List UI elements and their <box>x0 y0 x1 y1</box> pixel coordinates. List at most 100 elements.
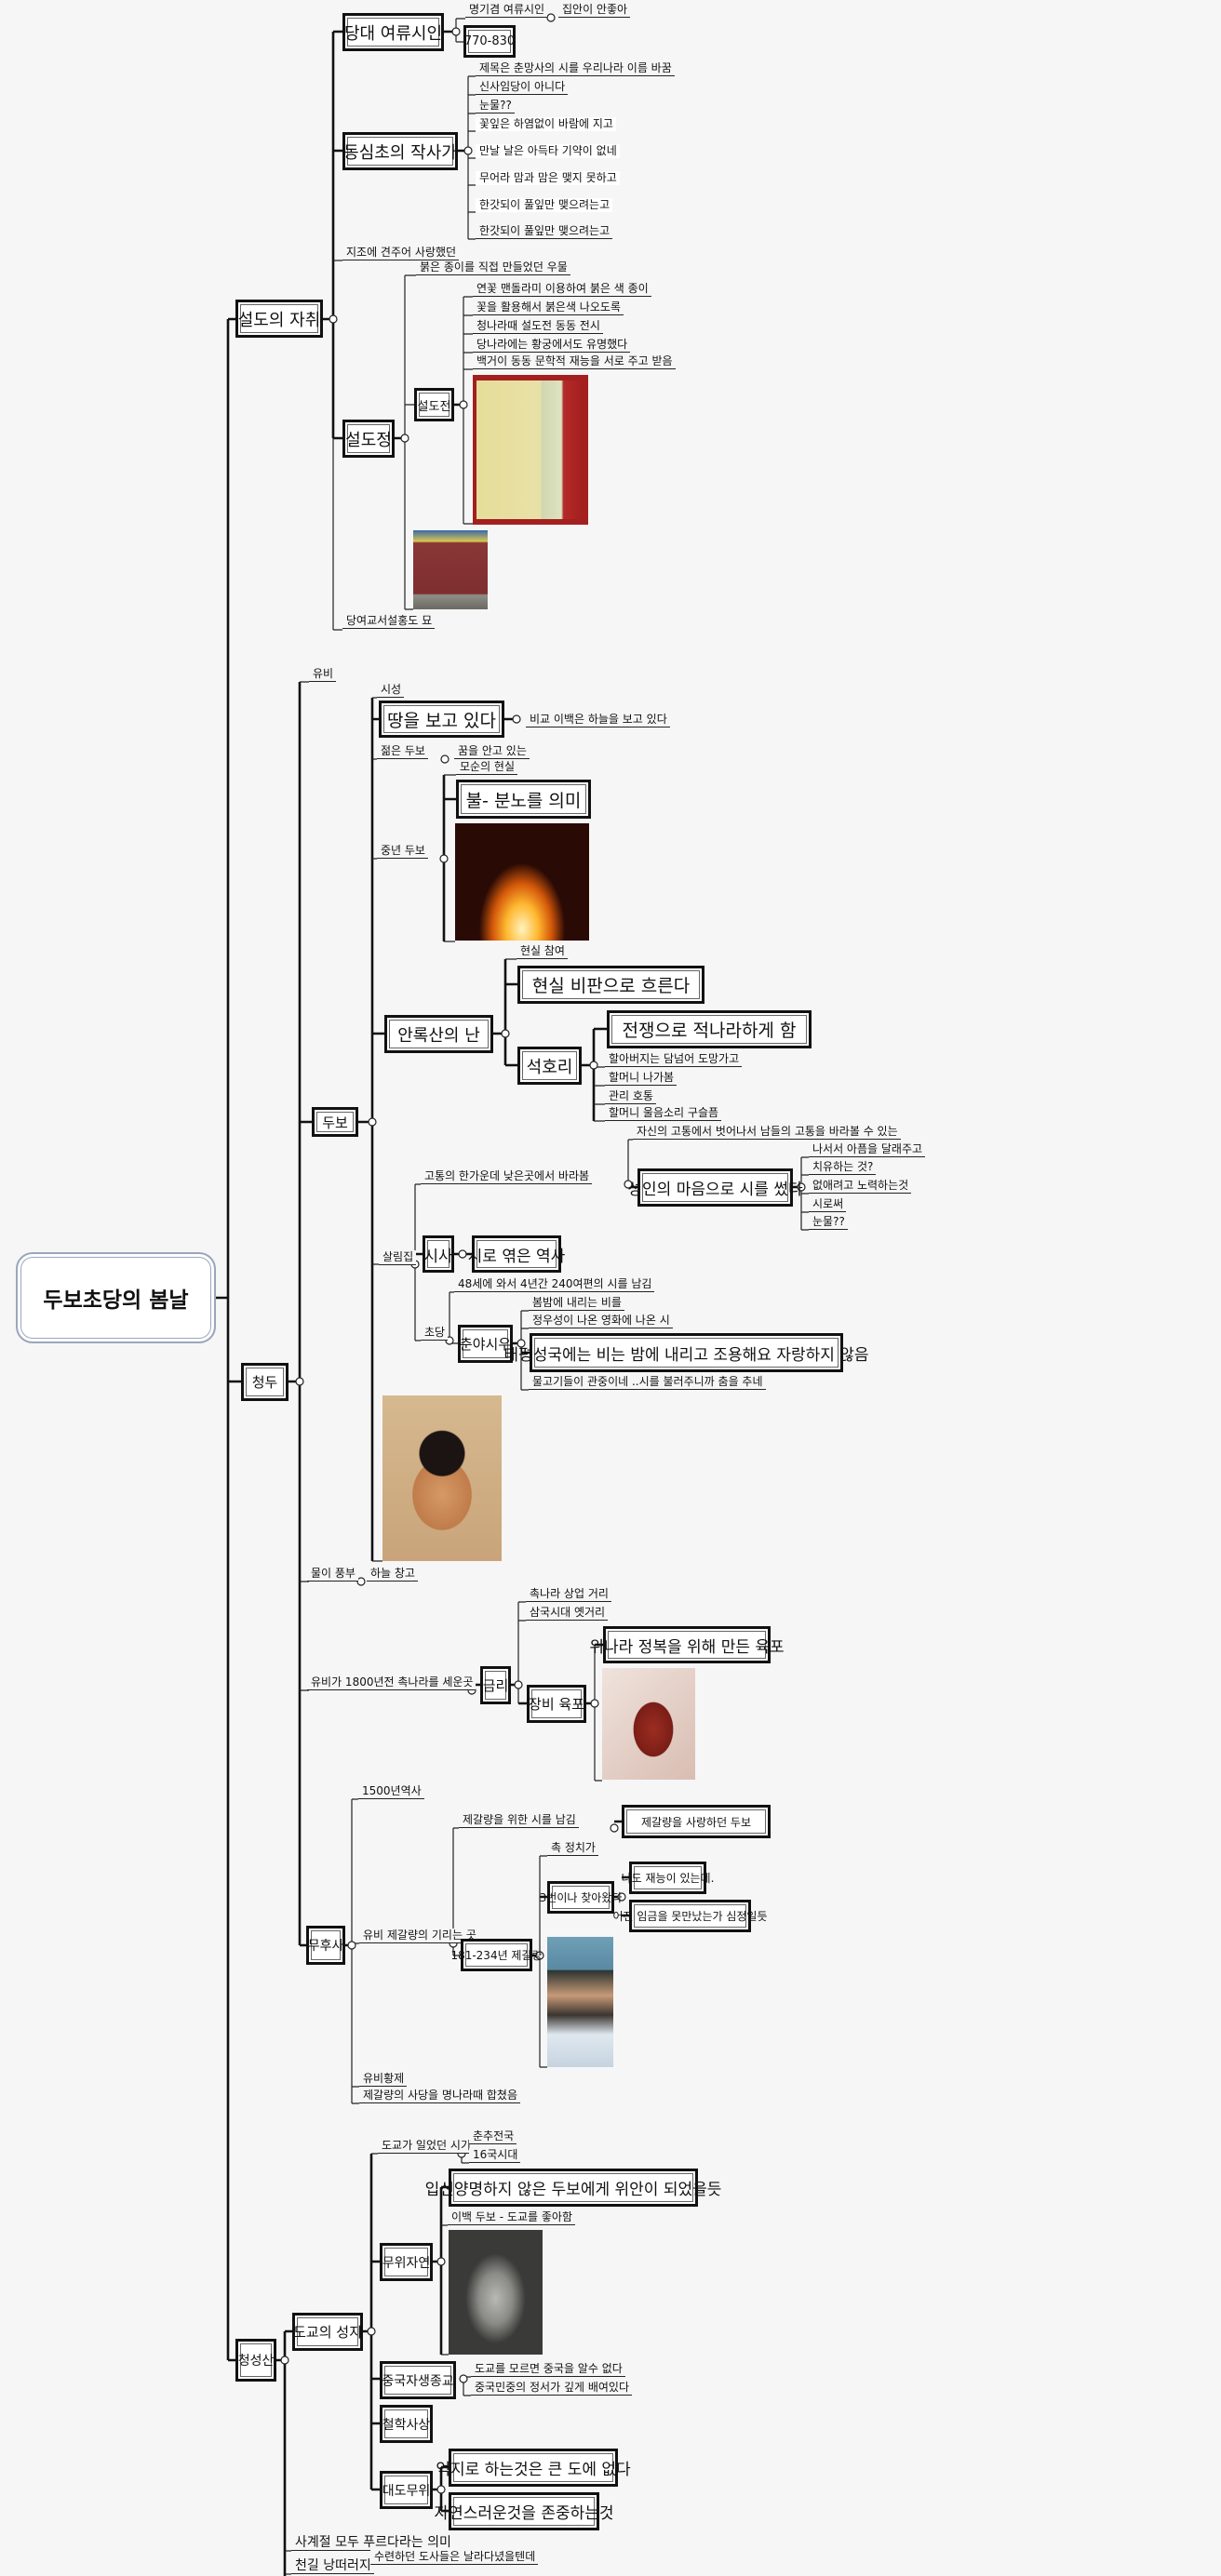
topic-fire[interactable]: 불- 분노를 의미 <box>456 780 591 819</box>
label-middle-note[interactable]: 모순의 현실 <box>456 760 518 775</box>
paper-item[interactable]: 꽃을 활용해서 붉은색 나오도록 <box>473 300 624 315</box>
topic-visit-item[interactable]: 나도 재능이 있는데. <box>622 1862 714 1894</box>
shihao-item[interactable]: 할머니 나가봄 <box>605 1071 678 1086</box>
topic-shihao[interactable]: 석호리 <box>517 1047 582 1085</box>
topic-philosophy[interactable]: 철학사상 <box>380 2405 433 2443</box>
label-poet-note2[interactable]: 집안이 안좋아 <box>558 3 631 18</box>
topic-spring-rain[interactable]: 춘야시우 <box>458 1325 513 1363</box>
topic-jinli[interactable]: 금리 <box>480 1666 511 1704</box>
topic-war[interactable]: 전쟁으로 적나라하게 함 <box>607 1010 812 1048</box>
label-jinli[interactable]: 유비가 1800년전 촉나라를 세운곳 <box>307 1675 476 1690</box>
topic-critique[interactable]: 현실 비판으로 흐른다 <box>517 966 704 1004</box>
topic-native-religion[interactable]: 중국자생종교 <box>380 2361 456 2399</box>
topic-jerky-note[interactable]: 위나라 정복을 위해 만든 육포 <box>589 1626 785 1663</box>
paper-item[interactable]: 백거이 동동 문학적 재능을 서로 주고 받음 <box>473 354 676 369</box>
topic-zhuge[interactable]: 181-234년 제갈량 <box>450 1939 543 1971</box>
topic-chengdu[interactable]: 청두 <box>241 1363 288 1401</box>
shihao-item[interactable]: 할머니 울음소리 구슬픔 <box>605 1106 722 1121</box>
shihao-item[interactable]: 할아버지는 담넘어 도망가고 <box>605 1052 743 1067</box>
topic-anlushan[interactable]: 안록산의 난 <box>384 1015 493 1053</box>
song-line[interactable]: 꽃잎은 하염없이 바람에 지고 <box>476 117 616 131</box>
topic-poem-quote[interactable]: 태평성국에는 비는 밤에 내리고 조용해요 자랑하지 않음 <box>503 1333 869 1372</box>
topic-ground[interactable]: 땅을 보고 있다 <box>379 701 504 738</box>
label-taoism-era[interactable]: 도교가 일었던 시기 <box>378 2139 474 2154</box>
topic-seoldo[interactable]: 설도의 자취 <box>235 300 323 338</box>
label-house[interactable]: 살림집 <box>379 1250 417 1265</box>
topic-wuwei[interactable]: 무위자연 <box>380 2243 433 2281</box>
label-ground-note[interactable]: 비교 이백은 하늘을 보고 있다 <box>526 713 670 727</box>
topic-well[interactable]: 설도정 <box>342 420 395 458</box>
label-young-note[interactable]: 꿈을 안고 있는 <box>454 744 530 759</box>
paper-item[interactable]: 당나라에는 황궁에서도 유명했다 <box>473 338 631 353</box>
topic-years[interactable]: 770-830 <box>463 25 516 58</box>
poem-item[interactable]: 정우성이 나온 영화에 나온 시 <box>529 1314 673 1328</box>
era-item[interactable]: 16국시대 <box>469 2148 521 2163</box>
label-middle[interactable]: 중년 두보 <box>377 844 428 859</box>
label-poet-note[interactable]: 명기겸 여류시인 <box>465 3 548 18</box>
topic-sisa[interactable]: 시사 <box>423 1235 454 1273</box>
paper-item[interactable]: 청나라때 설도전 동동 전시 <box>473 319 603 334</box>
song-line[interactable]: 한갓되이 풀잎만 맺으려는고 <box>476 224 613 239</box>
topic-visit-item[interactable]: 어진 임금을 못만났는가 심정일듯 <box>613 1900 768 1932</box>
label-wuwei-note[interactable]: 이백 두보 - 도교를 좋아함 <box>448 2210 575 2225</box>
label-jijo[interactable]: 지조에 견주어 사랑했던 <box>342 246 460 260</box>
poem-item[interactable]: 봄밤에 내리는 비를 <box>529 1296 624 1311</box>
topic-jerky[interactable]: 장비 육포 <box>527 1685 586 1723</box>
poem-item[interactable]: 물고기들이 관중이네 ..시를 불러주니까 춤을 추네 <box>529 1375 766 1390</box>
label-chodang-note[interactable]: 48세에 와서 4년간 240여편의 시를 남김 <box>454 1277 655 1292</box>
label-pain-note[interactable]: 자신의 고통에서 벗어나서 남들의 고통을 바라볼 수 있는 <box>633 1125 901 1140</box>
wuhou-end-item[interactable]: 유비황제 <box>359 2072 408 2087</box>
jinli-item[interactable]: 촉나라 상업 거리 <box>526 1587 611 1602</box>
topic-wuhou-poem-note[interactable]: 제갈량을 사랑하던 두보 <box>622 1805 771 1838</box>
label-wuhou[interactable]: 유비 제갈량의 기리는 곳 <box>359 1929 479 1943</box>
label-cliff-note[interactable]: 수련하던 도사들은 날라다녔을텐데 <box>370 2550 539 2565</box>
jinli-item[interactable]: 삼국시대 옛거리 <box>526 1606 609 1621</box>
label-tomb[interactable]: 당여교서설홍도 묘 <box>342 614 436 629</box>
song-line[interactable]: 눈물?? <box>476 99 515 113</box>
saint-item[interactable]: 없애려고 노력하는것 <box>809 1179 912 1194</box>
topic-taoism[interactable]: 도교의 성지 <box>292 2313 363 2351</box>
native-item[interactable]: 도교를 모르면 중국을 알수 없다 <box>471 2362 625 2377</box>
saint-item[interactable]: 눈물?? <box>809 1215 848 1230</box>
shihao-item[interactable]: 관리 호통 <box>605 1089 656 1104</box>
saint-item[interactable]: 시로써 <box>809 1197 847 1212</box>
topic-paper[interactable]: 설도전 <box>414 388 454 421</box>
saint-item[interactable]: 나서서 아픔을 달래주고 <box>809 1142 926 1157</box>
label-liubei[interactable]: 유비 <box>309 667 337 682</box>
saint-item[interactable]: 치유하는 것? <box>809 1160 877 1175</box>
label-participation[interactable]: 현실 참여 <box>517 944 568 959</box>
song-line[interactable]: 무어라 맘과 맘은 맺지 못하고 <box>476 171 620 185</box>
label-zhuge-note[interactable]: 촉 정치가 <box>547 1841 598 1856</box>
topic-comfort[interactable]: 입신양명하지 않은 두보에게 위안이 되었을듯 <box>425 2169 721 2207</box>
topic-dadao-item[interactable]: 억지로 하는것은 큰 도에 없다 <box>436 2449 631 2487</box>
topic-wuhou[interactable]: 무후사 <box>306 1926 345 1965</box>
native-item[interactable]: 중국민중의 정서가 깊게 배여있다 <box>471 2381 633 2396</box>
label-siseong[interactable]: 시성 <box>377 683 405 698</box>
label-young[interactable]: 젊은 두보 <box>377 744 428 759</box>
label-wuhou-poem[interactable]: 제갈량을 위한 시를 남김 <box>459 1813 579 1828</box>
topic-dadao-item[interactable]: 자연스러운것을 존중하는것 <box>434 2492 614 2530</box>
era-item[interactable]: 춘추전국 <box>469 2129 517 2144</box>
label-cliff[interactable]: 천길 낭떠러지 <box>291 2559 374 2574</box>
label-chodang[interactable]: 초당 <box>421 1326 449 1341</box>
label-evergreen[interactable]: 사계절 모두 푸르다라는 의미 <box>291 2536 454 2551</box>
topic-song[interactable]: 동심초의 작사가 <box>342 132 458 170</box>
label-well-note[interactable]: 붉은 종이를 직접 만들었던 우물 <box>416 260 570 275</box>
song-line[interactable]: 만날 날은 아득타 기약이 없네 <box>476 144 620 158</box>
song-line[interactable]: 제목은 춘망사의 시를 우리나라 이름 바꿈 <box>476 61 675 76</box>
topic-qingcheng[interactable]: 청성산 <box>235 2339 276 2382</box>
song-line[interactable]: 신사임당이 아니다 <box>476 80 569 95</box>
wuhou-end-item[interactable]: 제갈량의 사당을 명나라때 합쳤음 <box>359 2089 521 2103</box>
paper-item[interactable]: 연꽃 맨돌라미 이용하여 붉은 색 종이 <box>473 282 651 297</box>
topic-sisa-note[interactable]: 시로 엮은 역사 <box>468 1235 565 1273</box>
topic-three-visits[interactable]: 3번이나 찾아왔다 <box>540 1881 622 1914</box>
label-pain[interactable]: 고통의 한가운데 낮은곳에서 바라봄 <box>421 1169 593 1184</box>
topic-dubo[interactable]: 두보 <box>312 1107 358 1137</box>
root-topic[interactable]: 두보초당의 봄날 <box>16 1252 216 1343</box>
topic-dadao[interactable]: 대도무위 <box>380 2471 433 2509</box>
topic-female-poet[interactable]: 당대 여류시인 <box>342 13 444 51</box>
topic-saint[interactable]: 성인의 마음으로 시를 썼다 <box>627 1168 803 1207</box>
label-history[interactable]: 1500년역사 <box>358 1784 424 1799</box>
label-water-note[interactable]: 하늘 창고 <box>367 1567 418 1582</box>
song-line[interactable]: 한갓되이 풀잎만 맺으려는고 <box>476 198 613 212</box>
